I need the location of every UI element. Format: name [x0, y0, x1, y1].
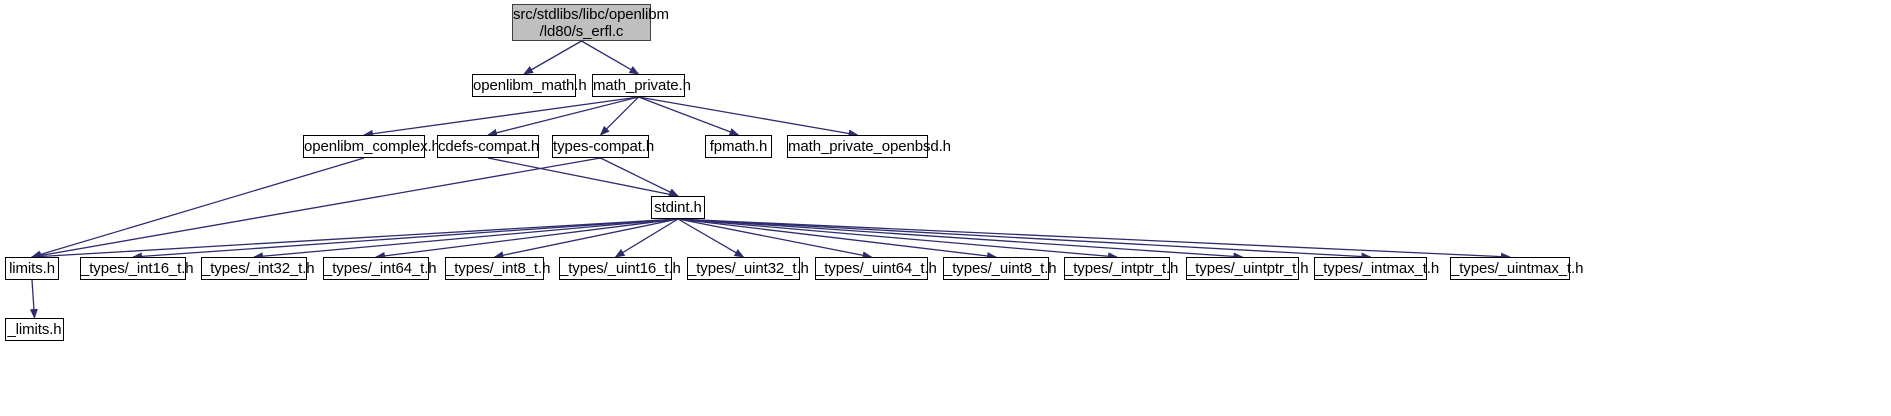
graph-node-int64[interactable]: _types/_int64_t.h — [323, 257, 437, 280]
graph-node-types_compat[interactable]: types-compat.h — [552, 135, 655, 158]
graph-node-label: _types/_uint32_t.h — [688, 260, 809, 277]
graph-node-label: types-compat.h — [553, 138, 655, 155]
graph-node-label: _types/_int8_t.h — [446, 260, 551, 277]
graph-edge-stdint-to-limits — [31, 218, 679, 261]
graph-edge-stdint-to-int8 — [493, 218, 679, 260]
graph-node-label: limits.h — [9, 260, 55, 277]
graph-node-uintptr[interactable]: _types/_uintptr_t.h — [1186, 257, 1309, 280]
graph-edge-math_private-to-fpmath — [638, 96, 740, 136]
graph-node-label: _types/_uintptr_t.h — [1187, 260, 1309, 277]
graph-node-label: _types/_intptr_t.h — [1065, 260, 1179, 277]
graph-node-label: _types/_int32_t.h — [202, 260, 315, 277]
graph-node-uint64[interactable]: _types/_uint64_t.h — [815, 257, 937, 280]
graph-node-limits[interactable]: limits.h — [5, 257, 59, 280]
graph-node-uintmax[interactable]: _types/_uintmax_t.h — [1450, 257, 1584, 280]
graph-node-label: _types/_int16_t.h — [81, 260, 194, 277]
graph-node-int32[interactable]: _types/_int32_t.h — [201, 257, 315, 280]
graph-node-math_private[interactable]: math_private.h — [592, 74, 691, 97]
graph-node-label: openlibm_math.h — [473, 77, 587, 94]
graph-edge-stdint-to-int64 — [375, 218, 679, 260]
graph-edge-root-to-openlibm_math — [523, 40, 582, 75]
graph-edge-stdint-to-uintptr — [677, 218, 1244, 261]
graph-edge-math_private-to-cdefs_compat — [487, 96, 639, 137]
graph-edge-stdint-to-intptr — [677, 218, 1118, 261]
graph-node-label: src/stdlibs/libc/openlibm /ld80/s_erfl.c — [513, 5, 669, 40]
graph-node-label: _types/_uint16_t.h — [560, 260, 681, 277]
graph-node-label: fpmath.h — [709, 138, 768, 155]
graph-node-uint32[interactable]: _types/_uint32_t.h — [687, 257, 809, 280]
graph-node-root: src/stdlibs/libc/openlibm /ld80/s_erfl.c — [512, 4, 669, 41]
graph-node-label: _types/_int64_t.h — [324, 260, 437, 277]
graph-edge-math_private-to-math_private_openbsd — [638, 96, 859, 138]
graph-edge-math_private-to-types_compat — [599, 96, 639, 136]
graph-node-label: _types/_uint64_t.h — [816, 260, 937, 277]
graph-node-label: _limits.h — [7, 321, 62, 338]
graph-node-fpmath[interactable]: fpmath.h — [705, 135, 772, 158]
graph-edge-openlibm_complex-to-limits — [31, 157, 365, 259]
graph-node-openlibm_math[interactable]: openlibm_math.h — [472, 74, 587, 97]
graph-node-label: math_private_openbsd.h — [788, 138, 951, 155]
graph-node-stdint[interactable]: stdint.h — [651, 196, 705, 219]
graph-edge-root-to-math_private — [581, 40, 640, 75]
graph-edge-cdefs_compat-to-stdint — [487, 157, 679, 199]
graph-node-intmax[interactable]: _types/_intmax_t.h — [1314, 257, 1440, 280]
graph-node-intptr[interactable]: _types/_intptr_t.h — [1064, 257, 1179, 280]
graph-node-label: _types/_uint8_t.h — [944, 260, 1057, 277]
graph-edge-math_private-to-openlibm_complex — [363, 96, 639, 138]
graph-node-uint16[interactable]: _types/_uint16_t.h — [559, 257, 681, 280]
graph-edge-stdint-to-uint32 — [677, 218, 745, 258]
graph-edge-stdint-to-int16 — [132, 218, 679, 261]
graph-edge-stdint-to-uint64 — [677, 218, 873, 260]
graph-edge-stdint-to-uintmax — [677, 218, 1511, 261]
graph-node-label: _types/_intmax_t.h — [1315, 260, 1440, 277]
graph-node-_limits[interactable]: _limits.h — [5, 318, 64, 341]
graph-edge-stdint-to-uint16 — [614, 218, 679, 258]
graph-node-label: cdefs-compat.h — [438, 138, 540, 155]
graph-edge-stdint-to-uint8 — [677, 218, 997, 260]
graph-node-int16[interactable]: _types/_int16_t.h — [80, 257, 194, 280]
graph-node-label: openlibm_complex.h — [304, 138, 440, 155]
graph-edge-types_compat-to-stdint — [600, 157, 679, 197]
graph-edge-types_compat-to-limits — [31, 157, 601, 260]
graph-node-label: _types/_uintmax_t.h — [1451, 260, 1584, 277]
graph-node-label: stdint.h — [654, 199, 702, 216]
graph-node-uint8[interactable]: _types/_uint8_t.h — [943, 257, 1057, 280]
graph-node-int8[interactable]: _types/_int8_t.h — [445, 257, 551, 280]
graph-node-cdefs_compat[interactable]: cdefs-compat.h — [437, 135, 539, 158]
graph-node-math_private_openbsd[interactable]: math_private_openbsd.h — [787, 135, 951, 158]
graph-node-label: math_private.h — [593, 77, 691, 94]
graph-edge-stdint-to-int32 — [253, 218, 679, 261]
graph-edge-stdint-to-intmax — [677, 218, 1372, 261]
graph-edge-limits-to-_limits — [29, 279, 38, 319]
graph-node-openlibm_complex[interactable]: openlibm_complex.h — [303, 135, 440, 158]
